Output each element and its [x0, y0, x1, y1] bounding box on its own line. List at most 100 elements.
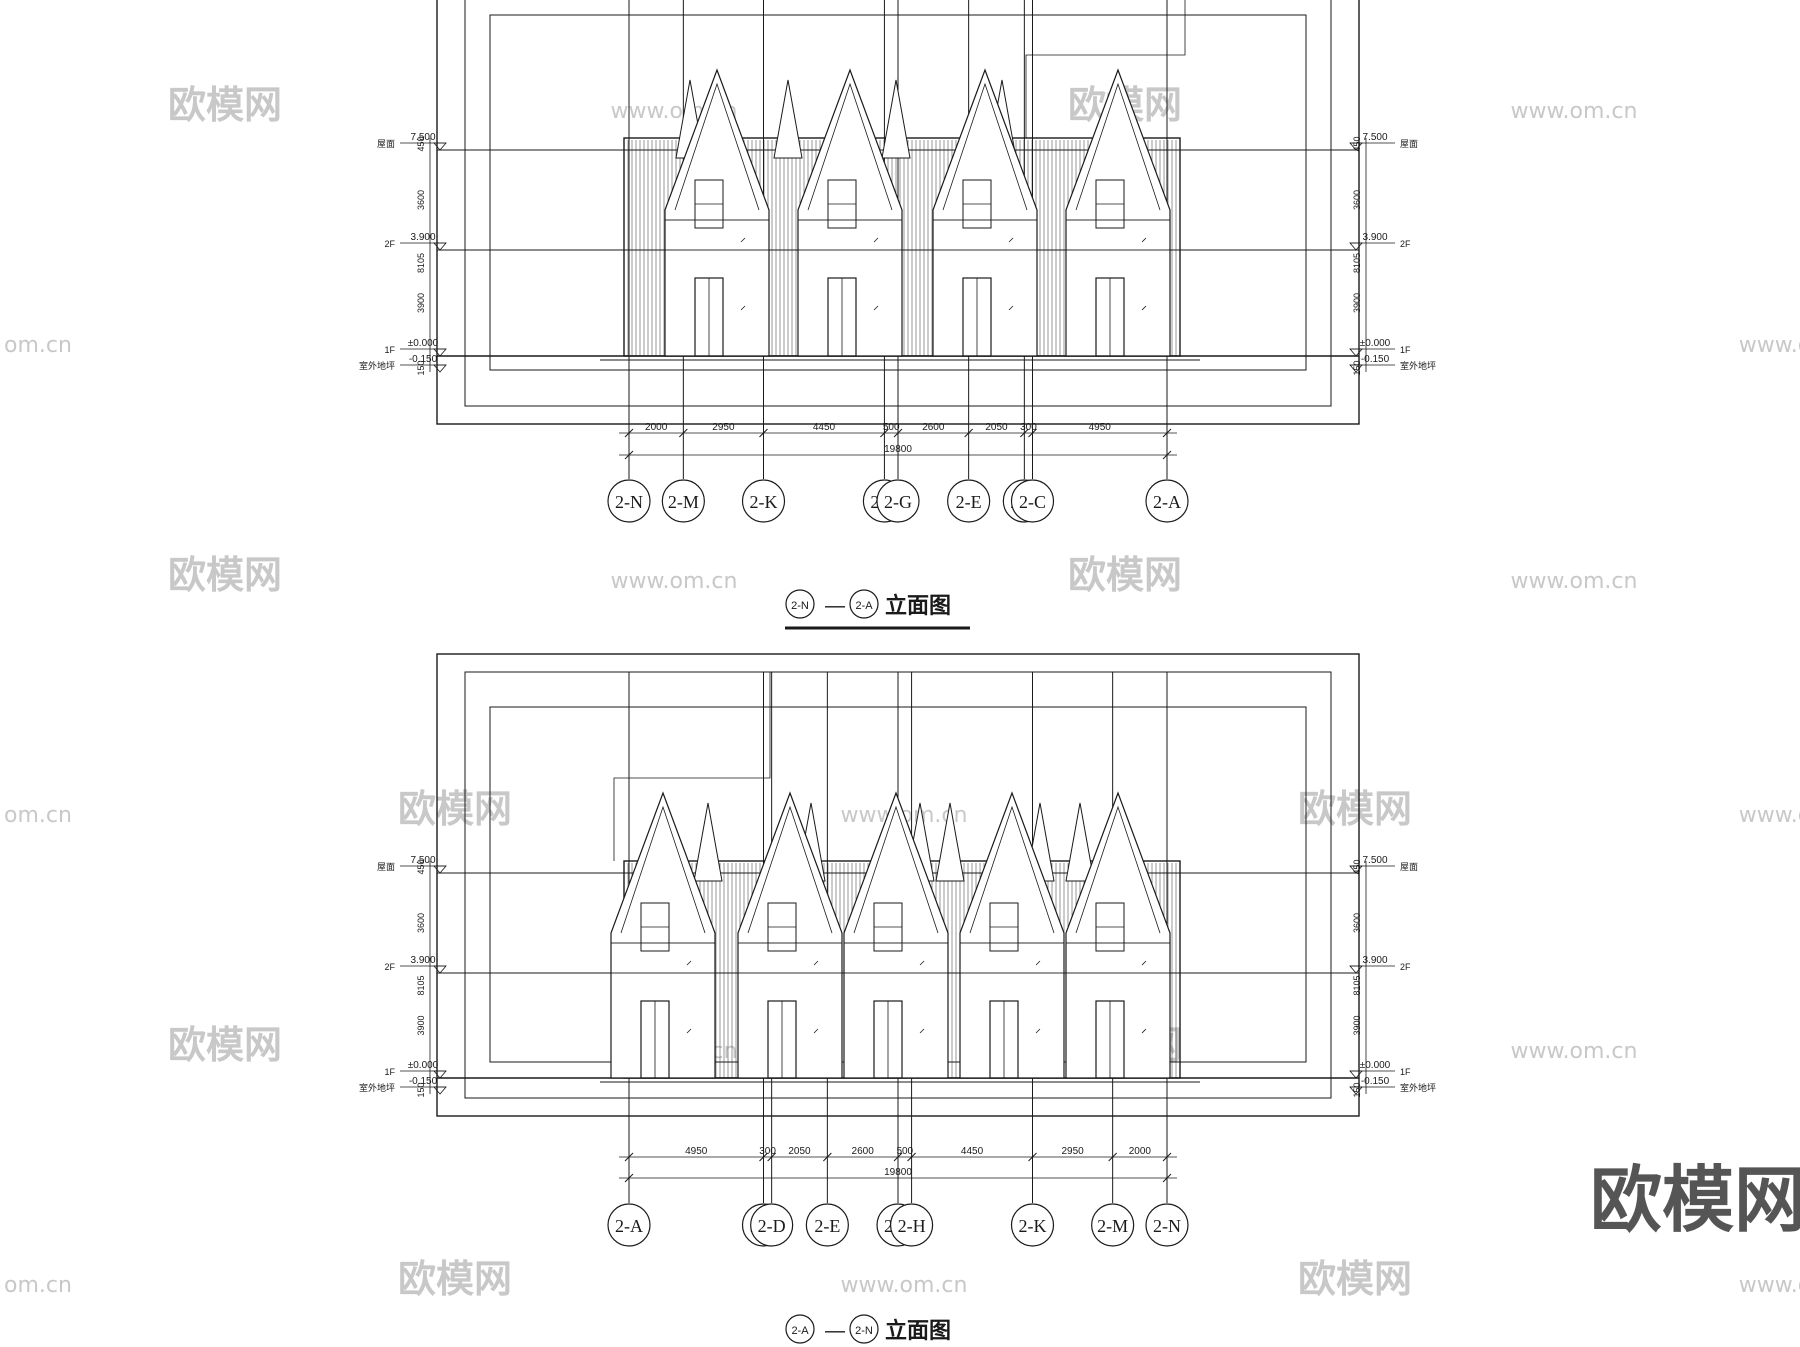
- title-axis-to: 2-A: [855, 600, 873, 612]
- axis-bubble: [741, 479, 786, 523]
- bay-dimension: 300: [759, 1146, 776, 1157]
- axis-bubble: [1091, 1203, 1135, 1247]
- level-label: 屋面: [1400, 862, 1418, 872]
- level-label: 1F: [384, 1067, 395, 1077]
- level-value: ±0.000: [408, 338, 439, 349]
- level-label: 屋面: [1400, 139, 1418, 149]
- side-dim-text: 150: [416, 1082, 426, 1097]
- bay-dimension: 300: [1020, 422, 1037, 433]
- axis-label: 2-N: [1153, 1216, 1181, 1236]
- dim-tick: [907, 1152, 916, 1162]
- side-dim-text: 8105: [1352, 253, 1362, 273]
- floor-band: [737, 942, 843, 974]
- side-dim-text: 3600: [416, 190, 426, 210]
- glass-mark: [686, 1028, 692, 1034]
- bay-dimension: 2050: [985, 422, 1008, 433]
- side-dim-text: 450: [416, 859, 426, 874]
- bay-dimension: 2600: [922, 422, 945, 433]
- dim-tick: [964, 428, 974, 438]
- side-dim-text: 3900: [1352, 1015, 1362, 1035]
- dim-tick: [1162, 1152, 1172, 1162]
- gable-inner-trim: [807, 82, 893, 211]
- small-spire: [773, 79, 803, 159]
- side-dim-text: 8105: [416, 975, 426, 995]
- level-label: 2F: [384, 962, 395, 972]
- side-dim-text: 3900: [416, 1015, 426, 1035]
- level-value: 3.900: [1362, 232, 1387, 243]
- side-dim-text: 150: [1352, 360, 1362, 375]
- bay-dimension: 2000: [645, 422, 668, 433]
- floor-band: [959, 942, 1065, 974]
- callout-leader: [613, 672, 771, 861]
- glass-mark: [1035, 960, 1041, 966]
- axis-label: 2-A: [615, 1216, 643, 1236]
- glass-mark: [919, 960, 925, 966]
- axis-bubble: [661, 479, 705, 523]
- gable-inner-trim: [747, 805, 833, 934]
- level-label: 1F: [384, 345, 395, 355]
- glass-mark: [1008, 237, 1014, 243]
- bay-dimension: 2600: [852, 1146, 875, 1157]
- watermark-url-fragment: www.o: [1739, 1273, 1800, 1298]
- level-value: ±0.000: [408, 1060, 439, 1071]
- gable-inner-trim: [620, 805, 706, 934]
- dim-tick: [880, 428, 889, 438]
- glass-mark: [1008, 305, 1014, 311]
- level-label: 1F: [1400, 345, 1411, 355]
- axis-bubble: [1145, 1203, 1189, 1247]
- side-dim-text: 8105: [1352, 975, 1362, 995]
- level-value: 7.500: [1362, 132, 1387, 143]
- axis-label: 2-K: [1019, 1216, 1047, 1236]
- level-label: 室外地坪: [359, 360, 395, 371]
- watermark-url: www.om.cn: [1511, 1039, 1638, 1064]
- title-axis-to: 2-N: [855, 1325, 873, 1337]
- title-axis-bubble: [849, 589, 879, 619]
- axis-bubble: [876, 479, 920, 523]
- level-value: 3.900: [410, 955, 435, 966]
- level-value: 7.500: [410, 132, 435, 143]
- glass-mark: [873, 305, 879, 311]
- dim-tick: [822, 1152, 832, 1162]
- dim-tick: [767, 1152, 777, 1162]
- level-label: 1F: [1400, 1067, 1411, 1077]
- brand-logo: 欧模网: [1590, 1158, 1800, 1242]
- watermark-url-fragment: om.cn: [4, 1273, 72, 1298]
- glass-mark: [919, 1028, 925, 1034]
- callout-leader: [1025, 0, 1186, 138]
- title-text: 立面图: [885, 1318, 951, 1344]
- watermark-url: www.om.cn: [611, 569, 738, 594]
- small-spire: [693, 802, 723, 882]
- glass-mark: [1141, 1028, 1147, 1034]
- title-text: 立面图: [885, 593, 951, 619]
- dim-tick: [624, 428, 634, 438]
- watermark-url: www.om.cn: [1511, 99, 1638, 124]
- glass-mark: [873, 237, 879, 243]
- floor-band: [1065, 219, 1171, 251]
- glass-mark: [740, 237, 746, 243]
- side-dim-text: 150: [1352, 1082, 1362, 1097]
- bay-dimension: 2000: [1129, 1146, 1152, 1157]
- side-dim-text: 3600: [1352, 913, 1362, 933]
- watermark-url: www.om.cn: [1511, 569, 1638, 594]
- level-label: 屋面: [377, 862, 395, 872]
- side-dim-text: 8105: [416, 253, 426, 273]
- small-spire: [1065, 802, 1095, 882]
- level-label: 室外地坪: [1400, 1082, 1436, 1093]
- bay-dimension: 4450: [961, 1146, 984, 1157]
- axis-label: 2-M: [668, 492, 699, 512]
- axis-bubble: [1145, 479, 1189, 523]
- watermark-brand: 欧模网: [168, 553, 282, 597]
- gable-inner-trim: [942, 82, 1028, 211]
- dim-tick: [624, 1152, 634, 1162]
- title-axis-from: 2-A: [791, 1325, 809, 1337]
- dim-tick: [1028, 1152, 1037, 1162]
- axis-label: 2-D: [758, 1216, 786, 1236]
- gable-inner-trim: [1075, 82, 1161, 211]
- floor-band: [932, 219, 1038, 251]
- glass-mark: [740, 305, 746, 311]
- watermark-url: www.om.cn: [841, 1273, 968, 1298]
- level-value: -0.150: [1361, 354, 1390, 365]
- dim-tick: [1162, 1173, 1172, 1183]
